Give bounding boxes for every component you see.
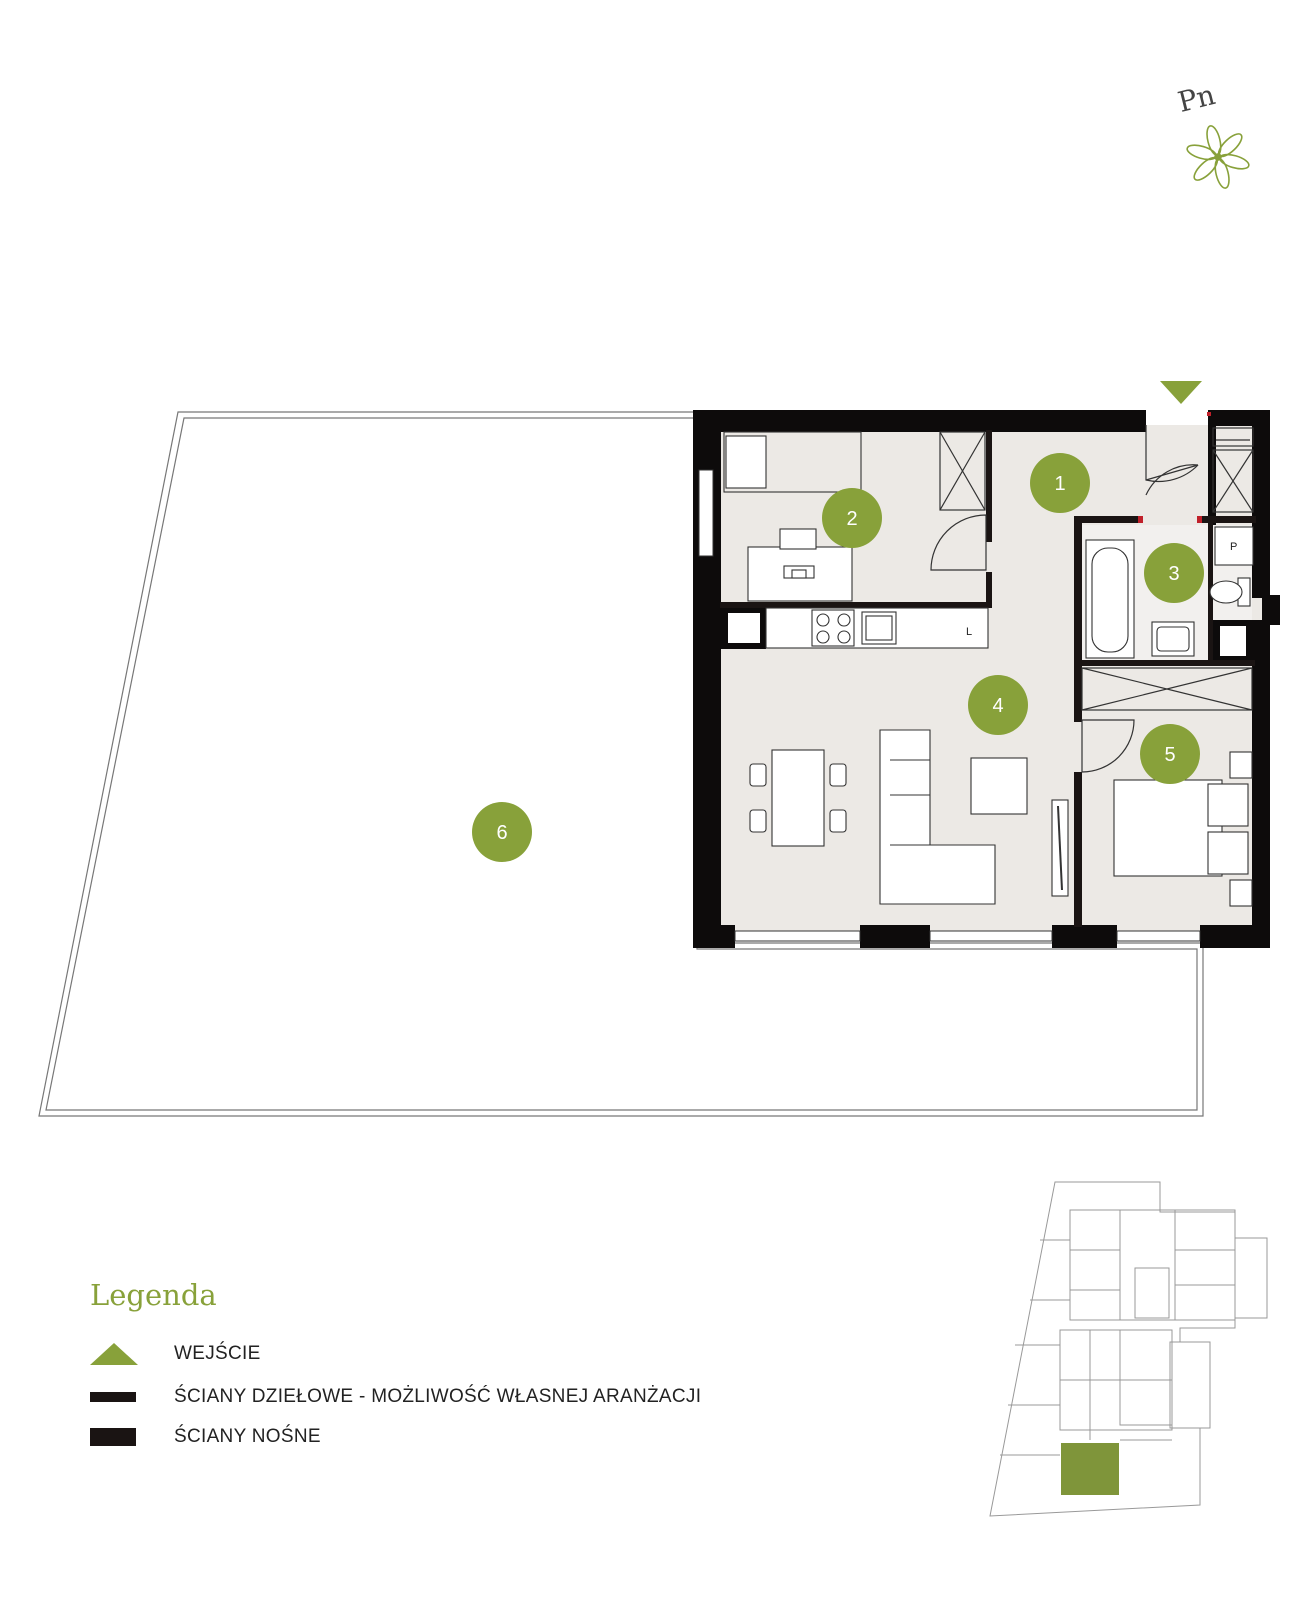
doors xyxy=(930,425,1199,773)
thin-wall-icon xyxy=(90,1392,136,1402)
boiler-label: P xyxy=(1230,541,1237,553)
legend-label: ŚCIANY DZIEŁOWE - MOŻLIWOŚĆ WŁASNEJ ARAN… xyxy=(174,1386,702,1407)
legend-item-partition: ŚCIANY DZIEŁOWE - MOŻLIWOŚĆ WŁASNEJ ARAN… xyxy=(90,1384,701,1410)
room-number-5: 5 xyxy=(1164,744,1175,766)
key-plan-highlight xyxy=(1061,1443,1119,1495)
laundry-label: L xyxy=(966,626,972,638)
shafts xyxy=(728,613,1246,656)
room2-furniture xyxy=(723,431,862,602)
legend-label: WEJŚCIE xyxy=(174,1343,261,1364)
room-markers: 1 2 3 4 5 6 xyxy=(472,453,1204,862)
thick-wall-icon xyxy=(90,1428,136,1446)
legend-item-entrance: WEJŚCIE xyxy=(90,1341,260,1367)
legend-title: Legenda xyxy=(90,1278,217,1312)
room-number-3: 3 xyxy=(1168,563,1179,585)
room-marker-2 xyxy=(822,488,882,548)
room-number-1: 1 xyxy=(1054,473,1065,495)
entrance-triangle-icon xyxy=(90,1343,138,1365)
bedroom-furniture xyxy=(1113,751,1253,907)
room-marker-3 xyxy=(1144,543,1204,603)
north-compass-icon xyxy=(1186,125,1250,189)
kitchen-counter xyxy=(765,607,989,649)
legend-item-bearing: ŚCIANY NOŚNE xyxy=(90,1424,321,1450)
room-number-6: 6 xyxy=(496,822,507,844)
room-marker-6 xyxy=(472,802,532,862)
living-furniture xyxy=(749,729,1069,905)
room-marker-5 xyxy=(1140,724,1200,784)
bathroom-fixtures xyxy=(1085,526,1254,659)
legend-label: ŚCIANY NOŚNE xyxy=(174,1426,321,1447)
door-markers xyxy=(1138,412,1211,523)
room-number-4: 4 xyxy=(992,695,1003,717)
room-marker-1 xyxy=(1030,453,1090,513)
room-number-2: 2 xyxy=(846,508,857,530)
windows xyxy=(698,469,1201,942)
room-marker-4 xyxy=(968,675,1028,735)
wardrobes xyxy=(939,427,1254,711)
entrance-marker xyxy=(1160,381,1202,404)
key-plan xyxy=(989,1181,1268,1517)
